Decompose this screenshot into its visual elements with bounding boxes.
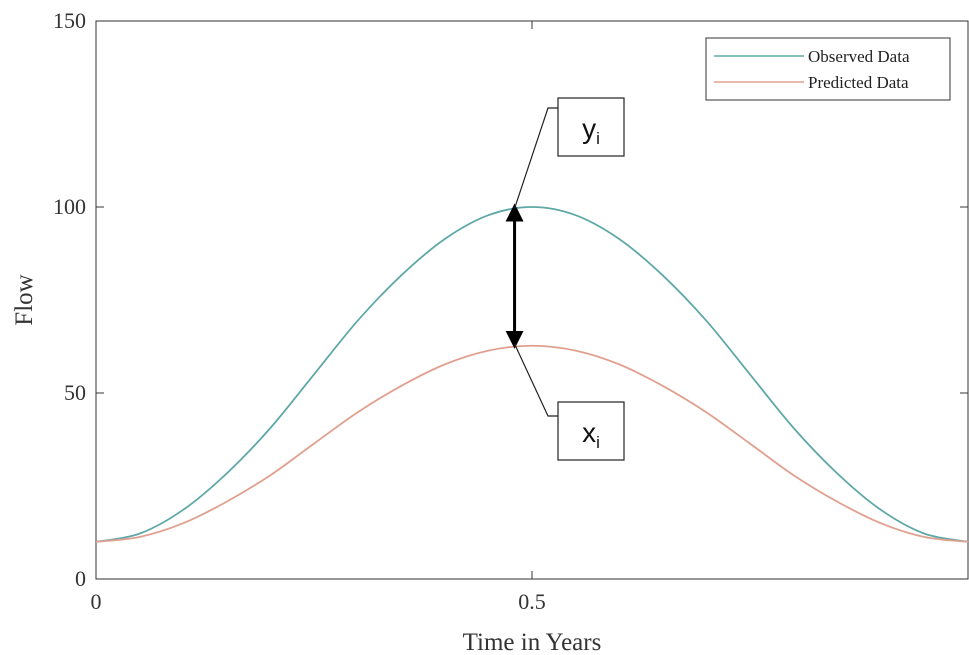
callout-y-text: yi [582,113,600,148]
y-tick-label: 0 [75,566,86,591]
y-tick-label: 50 [64,380,86,405]
y-tick-label: 100 [53,194,86,219]
leader-line-y [513,107,558,209]
axis-tick-labels: 0 50 100 150 0 0.5 [53,8,546,614]
y-tick-label: 150 [53,8,86,33]
axis-ticks [95,20,968,580]
legend-box [705,37,951,101]
x-tick-label: 0 [91,589,102,614]
leader-line-x [514,343,558,417]
legend-label-observed: Observed Data [808,47,910,66]
callout-y-box [557,97,625,157]
legend: Observed Data Predicted Data [705,37,951,101]
callout-x-text: xi [582,417,600,452]
plot-frame [95,20,969,580]
callout-x-base: x [582,417,596,448]
series-line-observed [95,206,969,543]
x-tick-label: 0.5 [518,589,546,614]
y-axis-label: Flow [11,274,38,325]
callout-y-base: y [582,113,596,144]
callout-x-subscript: i [596,433,600,452]
x-axis-label: Time in Years [463,629,602,655]
series-layer [95,206,969,543]
plot-border [95,20,969,580]
callout-y-subscript: i [596,129,600,148]
callout-x-box [557,401,625,461]
callout-y: yi [557,97,625,157]
legend-label-predicted: Predicted Data [808,73,909,92]
series-line-predicted [95,344,969,543]
callout-x: xi [557,401,625,461]
